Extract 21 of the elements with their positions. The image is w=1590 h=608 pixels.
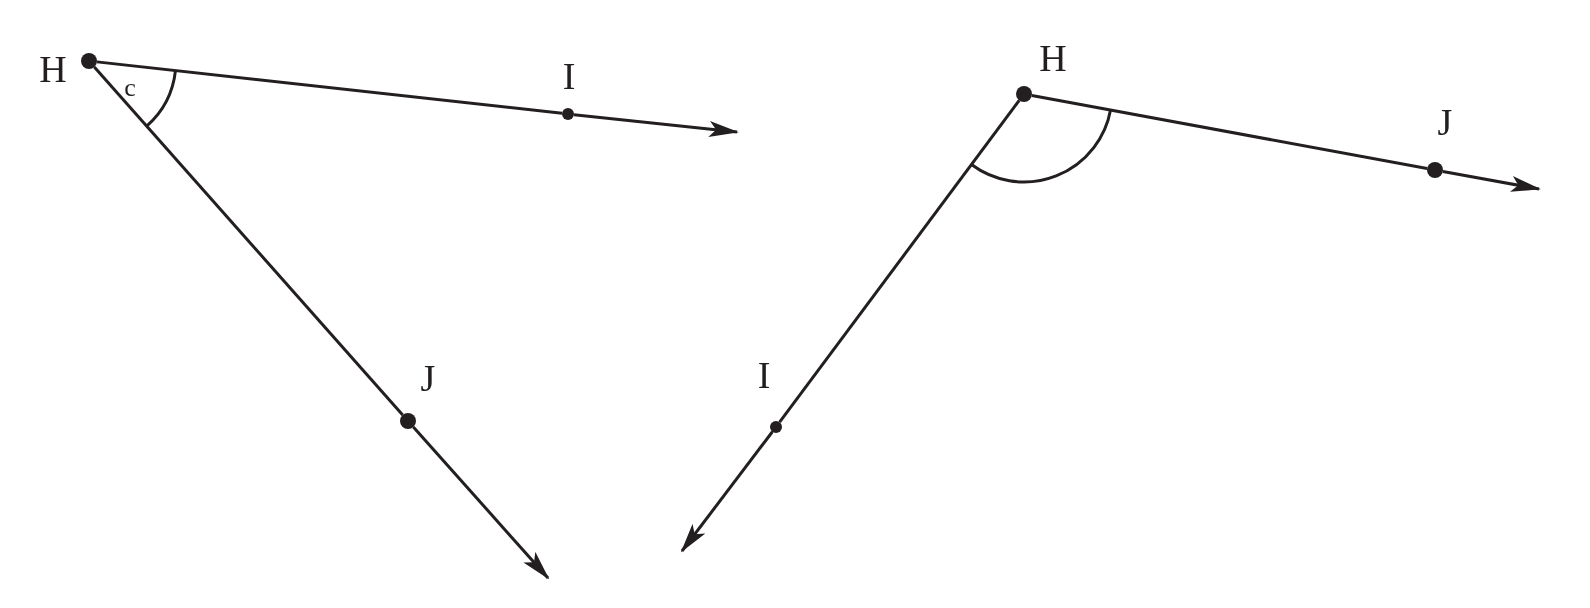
point-label: I [562,57,576,95]
point-label: H [39,50,67,88]
ray-line [573,113,739,137]
point-dot [770,421,782,433]
ray-line [1031,94,1428,171]
point-dot [400,413,416,429]
ray-line [412,425,550,580]
point-dot [81,53,97,69]
point-dot [1016,86,1032,102]
ray-line [93,66,404,416]
ray-line [96,60,563,115]
point-label: H [1039,39,1067,77]
ray-line [1442,169,1541,192]
point-label: J [420,359,436,397]
ray-line [778,99,1021,424]
point-dot [562,108,574,120]
angle-label: c [124,75,136,101]
point-dot [1427,162,1443,178]
ray-line [680,430,774,553]
point-label: I [757,356,771,394]
point-label: J [1437,103,1453,141]
